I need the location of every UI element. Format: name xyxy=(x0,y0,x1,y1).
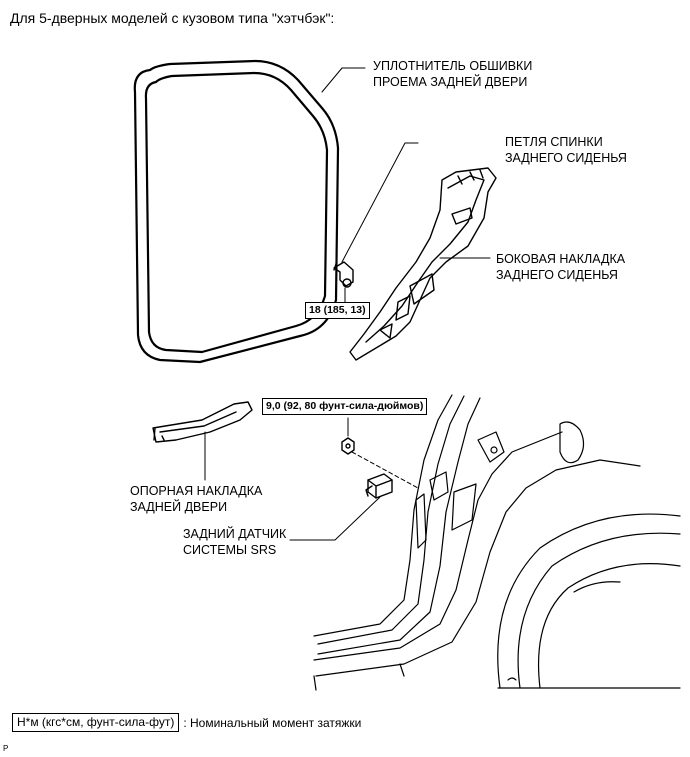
srs-sensor-label-line2: СИСТЕМЫ SRS xyxy=(183,543,277,557)
legend-description: : Номинальный момент затяжки xyxy=(183,715,362,730)
side-cover-label-line2: ЗАДНЕГО СИДЕНЬЯ xyxy=(496,268,618,282)
weatherstrip-label-line2: ПРОЕМА ЗАДНЕЙ ДВЕРИ xyxy=(373,75,528,89)
scuff-plate-label-line2: ЗАДНЕЙ ДВЕРИ xyxy=(130,500,228,514)
side-cover-label-line1: БОКОВАЯ НАКЛАДКА xyxy=(496,252,626,266)
torque-legend: Н*м (кгс*см, фунт-сила-фут) : Номинальны… xyxy=(12,713,361,732)
hinge-label-line1: ПЕТЛЯ СПИНКИ xyxy=(505,135,603,149)
srs-sensor-shape xyxy=(365,473,393,499)
hinge-bolt-torque-box: 18 (185, 13) xyxy=(305,302,370,319)
vehicle-body-shape xyxy=(313,394,681,691)
weatherstrip-shape xyxy=(133,59,340,364)
sensor-nut-torque-box: 9,0 (92, 80 фунт-сила-дюймов) xyxy=(262,398,428,415)
corner-mark: P xyxy=(3,744,9,753)
scuff-plate-label-line1: ОПОРНАЯ НАКЛАДКА xyxy=(130,484,263,498)
nut-shape xyxy=(341,437,355,455)
scuff-plate-shape xyxy=(152,401,253,443)
seat-side-cover-shape xyxy=(349,167,497,361)
page-header: Для 5-дверных моделей с кузовом типа "хэ… xyxy=(10,10,335,26)
legend-unit-box: Н*м (кгс*см, фунт-сила-фут) xyxy=(12,713,180,732)
srs-sensor-label-line1: ЗАДНИЙ ДАТЧИК xyxy=(183,527,287,541)
hinge-label-line2: ЗАДНЕГО СИДЕНЬЯ xyxy=(505,151,627,165)
weatherstrip-label-line1: УПЛОТНИТЕЛЬ ОБШИВКИ xyxy=(373,59,533,73)
seatback-hinge-shape xyxy=(333,261,354,288)
